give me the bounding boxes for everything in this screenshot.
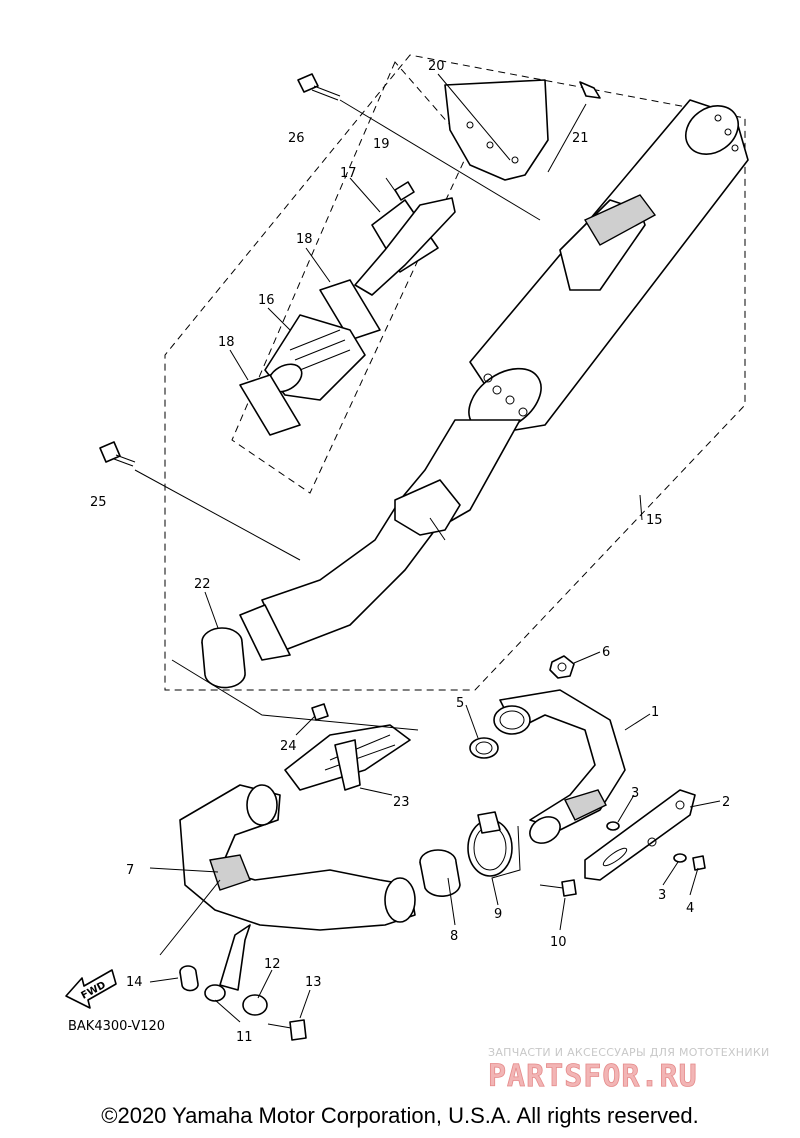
label-part-22: 22 bbox=[194, 577, 211, 592]
nut-6 bbox=[549, 655, 575, 679]
copyright-notice: ©2020 Yamaha Motor Corporation, U.S.A. A… bbox=[101, 1103, 699, 1128]
mid-pipe bbox=[261, 419, 521, 651]
label-part-5: 5 bbox=[456, 696, 464, 711]
silencer-internals bbox=[239, 79, 549, 436]
joint-8 bbox=[419, 849, 461, 897]
label-part-9: 9 bbox=[494, 907, 502, 922]
watermark: ЗАПЧАСТИ И АКСЕССУАРЫ ДЛЯ МОТОТЕХНИКИ PA… bbox=[488, 1046, 770, 1094]
label-part-17: 17 bbox=[340, 166, 357, 181]
muffler-body bbox=[468, 99, 749, 433]
guard-23 bbox=[284, 724, 411, 791]
label-part-20: 20 bbox=[428, 59, 445, 74]
front-pipe-7 bbox=[179, 784, 416, 931]
joint-22 bbox=[201, 604, 291, 689]
label-part-12: 12 bbox=[264, 957, 281, 972]
label-part-8: 8 bbox=[450, 929, 458, 944]
label-part-21: 21 bbox=[572, 131, 589, 146]
subassembly-outline-16-20 bbox=[231, 61, 471, 494]
clamp-9 bbox=[467, 811, 513, 877]
label-part-11: 11 bbox=[236, 1030, 253, 1045]
gasket-5 bbox=[469, 737, 499, 759]
label-part-26: 26 bbox=[288, 131, 305, 146]
gasket-5-inner bbox=[475, 741, 493, 755]
assembly-outline-15 bbox=[164, 54, 746, 691]
label-part-1: 1 bbox=[651, 705, 659, 720]
watermark-tagline: ЗАПЧАСТИ И АКСЕССУАРЫ ДЛЯ МОТОТЕХНИКИ bbox=[488, 1046, 770, 1059]
bracket-2 bbox=[584, 789, 706, 881]
label-part-2: 2 bbox=[722, 795, 730, 810]
part-number-labels: 1 2 3 3 4 5 6 7 8 9 10 11 12 13 14 15 16… bbox=[90, 59, 730, 1045]
label-part-3b: 3 bbox=[658, 888, 666, 903]
bolts bbox=[99, 73, 601, 1041]
watermark-brand: PARTSFOR.RU bbox=[488, 1059, 698, 1094]
label-part-4: 4 bbox=[686, 901, 694, 916]
label-part-3a: 3 bbox=[631, 786, 639, 801]
lower-bracket bbox=[179, 924, 268, 1016]
label-part-25: 25 bbox=[90, 495, 107, 510]
header-pipe-1 bbox=[493, 689, 626, 844]
label-part-19: 19 bbox=[373, 137, 390, 152]
fwd-arrow: FWD bbox=[65, 969, 117, 1009]
label-part-23: 23 bbox=[393, 795, 410, 810]
label-part-6: 6 bbox=[602, 645, 610, 660]
diagram-code: BAK4300-V120 bbox=[68, 1019, 165, 1034]
label-part-10: 10 bbox=[550, 935, 567, 950]
label-part-16: 16 bbox=[258, 293, 275, 308]
label-part-18a: 18 bbox=[296, 232, 313, 247]
label-part-7: 7 bbox=[126, 863, 134, 878]
label-part-18b: 18 bbox=[218, 335, 235, 350]
label-part-24: 24 bbox=[280, 739, 297, 754]
label-part-13: 13 bbox=[305, 975, 322, 990]
label-part-14: 14 bbox=[126, 975, 143, 990]
leader-lines bbox=[134, 73, 721, 1023]
label-part-15: 15 bbox=[646, 513, 663, 528]
